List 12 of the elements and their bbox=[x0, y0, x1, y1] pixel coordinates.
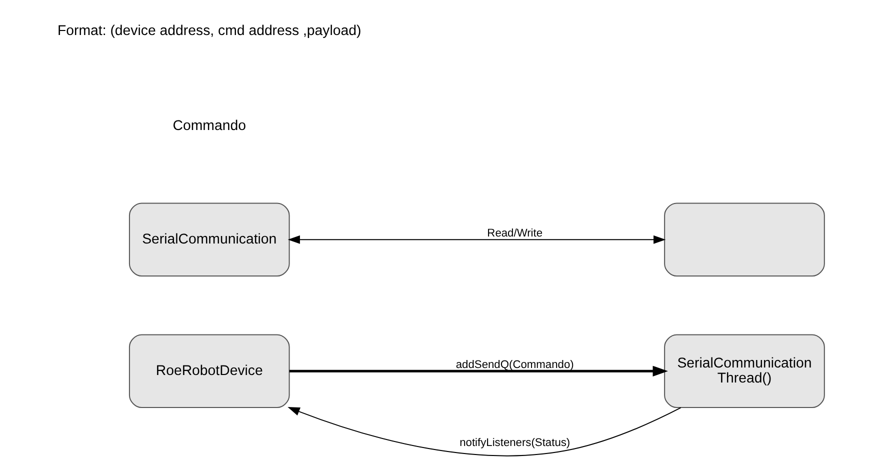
edge-label: addSendQ(Commando) bbox=[456, 358, 574, 370]
edge-label: notifyListeners(Status) bbox=[460, 436, 570, 448]
arrow bbox=[288, 234, 666, 244]
edge-label: Read/Write bbox=[487, 226, 543, 239]
arrow bbox=[288, 406, 682, 456]
node-box: RoeRobotDevice bbox=[128, 334, 290, 408]
label: Format: (device address, cmd address ,payload) bbox=[58, 22, 362, 38]
label: Commando bbox=[172, 118, 246, 134]
node-box: SerialCommunication Thread() bbox=[664, 334, 825, 408]
arrow bbox=[289, 365, 668, 376]
node-box bbox=[664, 202, 825, 276]
node-box: SerialCommunication bbox=[128, 202, 290, 276]
